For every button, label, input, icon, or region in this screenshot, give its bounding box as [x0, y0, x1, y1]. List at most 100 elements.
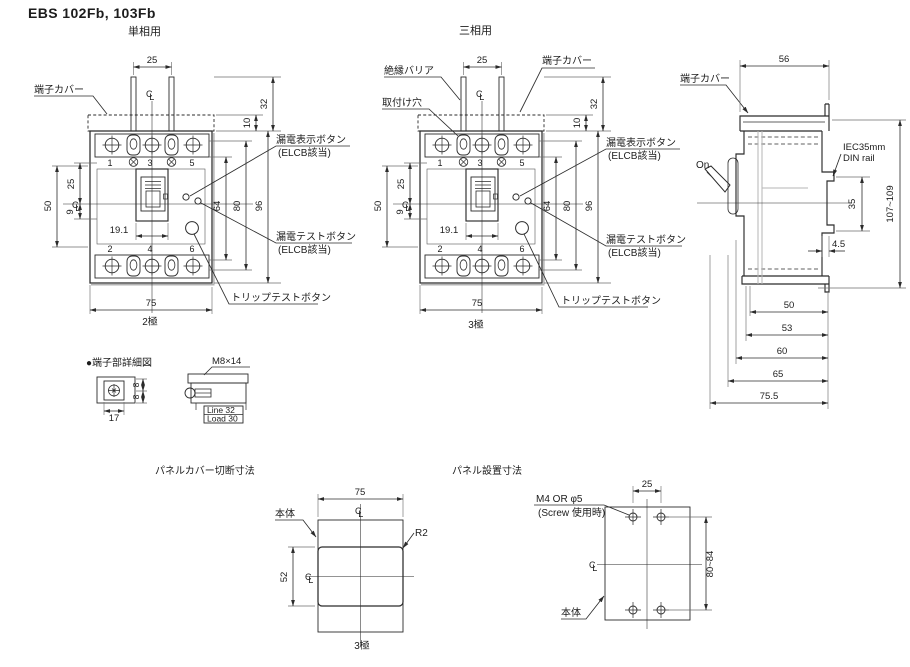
svg-text:4: 4 — [147, 244, 152, 254]
body-outline — [735, 130, 835, 276]
load-rating: Load 30 — [207, 414, 238, 424]
svg-text:5: 5 — [519, 158, 524, 168]
centerline-symbol: CL — [146, 89, 154, 102]
barrier-slots — [126, 134, 179, 277]
centerlines — [393, 101, 583, 313]
insulation-barriers — [460, 76, 505, 132]
terminal-front-detail: 17 8 8 — [96, 376, 147, 424]
corner-radius-label: R2 — [415, 528, 428, 539]
centerline-symbol: CL — [476, 89, 484, 102]
terminal-screws — [432, 135, 533, 276]
svg-text:19.1: 19.1 — [440, 225, 459, 236]
svg-text:25: 25 — [642, 479, 653, 490]
svg-text:L: L — [358, 509, 363, 519]
pole-count-label: 2極 — [142, 315, 158, 328]
svg-text:1: 1 — [437, 158, 442, 168]
svg-text:52: 52 — [279, 572, 290, 583]
terminal-screws — [102, 135, 203, 276]
trip-test-button-circle — [515, 221, 529, 235]
leakage-indicator-button-circle — [182, 193, 190, 201]
svg-text:C: C — [72, 200, 79, 210]
mounting-hole-label: 取付け穴 — [382, 96, 422, 109]
svg-text:L: L — [592, 563, 597, 573]
svg-text:C: C — [476, 89, 483, 99]
terminal-detail: ●端子部詳細図 17 8 8 M8×14 Line 32 Load 30 — [86, 356, 250, 424]
centerlines — [63, 101, 253, 313]
svg-text:8: 8 — [131, 394, 141, 399]
trip-test-label: トリップテストボタン — [561, 295, 661, 307]
svg-text:50: 50 — [784, 300, 795, 311]
svg-text:4: 4 — [477, 244, 482, 254]
breaker-body — [89, 130, 213, 284]
svg-text:C: C — [355, 506, 362, 516]
svg-text:5: 5 — [189, 158, 194, 168]
centerlines — [306, 504, 414, 646]
din-rail-label-2: DIN rail — [843, 153, 875, 164]
svg-text:75: 75 — [355, 487, 366, 498]
leakage-test-note: (ELCB該当) — [608, 246, 661, 259]
three-phase-drawing: 三相用 CL CL 1 — [373, 24, 686, 331]
bolt-size-label: M8×14 — [212, 356, 241, 367]
svg-text:L: L — [75, 203, 80, 213]
insulation-barriers — [130, 76, 175, 132]
barrier-slots — [456, 134, 509, 277]
leakage-indicator-label: 漏電表示ボタン — [276, 133, 346, 146]
svg-text:64: 64 — [212, 201, 223, 212]
handle-escutcheon — [727, 157, 739, 215]
terminal-cover-label: 端子カバー — [680, 72, 730, 85]
svg-text:75: 75 — [472, 298, 483, 309]
din-rail-label-1: IEC35mm — [843, 142, 885, 153]
leakage-test-button-circle — [194, 197, 202, 205]
callout-labels: 絶縁バリア 取付け穴 端子カバー 漏電表示ボタン (ELCB該当) 漏電テストボ… — [382, 54, 686, 308]
svg-text:64: 64 — [542, 201, 553, 212]
centerline-symbol: CL — [402, 200, 410, 213]
svg-text:65: 65 — [773, 369, 784, 380]
svg-text:L: L — [479, 92, 484, 102]
svg-text:C: C — [305, 572, 312, 582]
panel-mount-title: パネル設置寸法 — [452, 464, 522, 477]
breaker-body — [419, 130, 543, 284]
body-label: 本体 — [561, 606, 581, 619]
svg-text:75: 75 — [146, 298, 157, 309]
page-title: EBS 102Fb, 103Fb — [28, 5, 156, 21]
cover-fixing-screws — [128, 157, 177, 167]
svg-text:32: 32 — [589, 99, 600, 110]
svg-text:56: 56 — [779, 54, 790, 65]
side-view-drawing: On 端子カバー IEC35mm DIN rail 56 35 107~109 … — [680, 54, 906, 409]
svg-text:C: C — [402, 200, 409, 210]
svg-text:6: 6 — [189, 244, 194, 254]
svg-text:96: 96 — [584, 201, 595, 212]
svg-text:L: L — [149, 92, 154, 102]
trip-test-button-circle — [185, 221, 199, 235]
svg-text:75.5: 75.5 — [760, 391, 779, 402]
svg-text:L: L — [405, 203, 410, 213]
panel-cutout-drawing: パネルカバー切断寸法 CL CL 75 52 本体 R2 3極 — [155, 464, 428, 652]
svg-text:2: 2 — [437, 244, 442, 254]
trip-test-label: トリップテストボタン — [231, 292, 331, 304]
centerline-symbol: CL — [355, 506, 363, 519]
svg-text:25: 25 — [396, 179, 407, 190]
svg-text:25: 25 — [477, 55, 488, 66]
dimensions: 25 80~84 — [632, 479, 716, 611]
dimensions: 56 35 107~109 4.5 50 53 60 65 75.5 — [709, 54, 906, 409]
svg-text:9: 9 — [65, 209, 76, 214]
centerline-symbol: CL — [72, 200, 80, 213]
single-phase-title: 単相用 — [128, 24, 161, 38]
dimensions: 25 32 10 64 80 96 50 25 9 19.1 75 — [43, 55, 281, 314]
svg-text:50: 50 — [43, 201, 54, 212]
line-rating: Line 32 — [207, 405, 235, 415]
centerline-symbol: CL — [305, 572, 313, 585]
svg-text:6: 6 — [519, 244, 524, 254]
callout-labels: 端子カバー 漏電表示ボタン (ELCB該当) 漏電テストボタン (ELCB該当)… — [34, 83, 356, 305]
screw-spec-label: M4 OR φ5 — [536, 494, 583, 505]
svg-text:25: 25 — [147, 55, 158, 66]
three-phase-title: 三相用 — [459, 24, 492, 37]
screw-note-label: (Screw 使用時) — [538, 506, 605, 519]
toggle-lever-side — [704, 165, 731, 193]
svg-text:10: 10 — [572, 118, 583, 129]
svg-text:L: L — [308, 575, 313, 585]
svg-text:1: 1 — [107, 158, 112, 168]
on-label: On — [696, 160, 709, 171]
centerlines — [597, 499, 702, 629]
